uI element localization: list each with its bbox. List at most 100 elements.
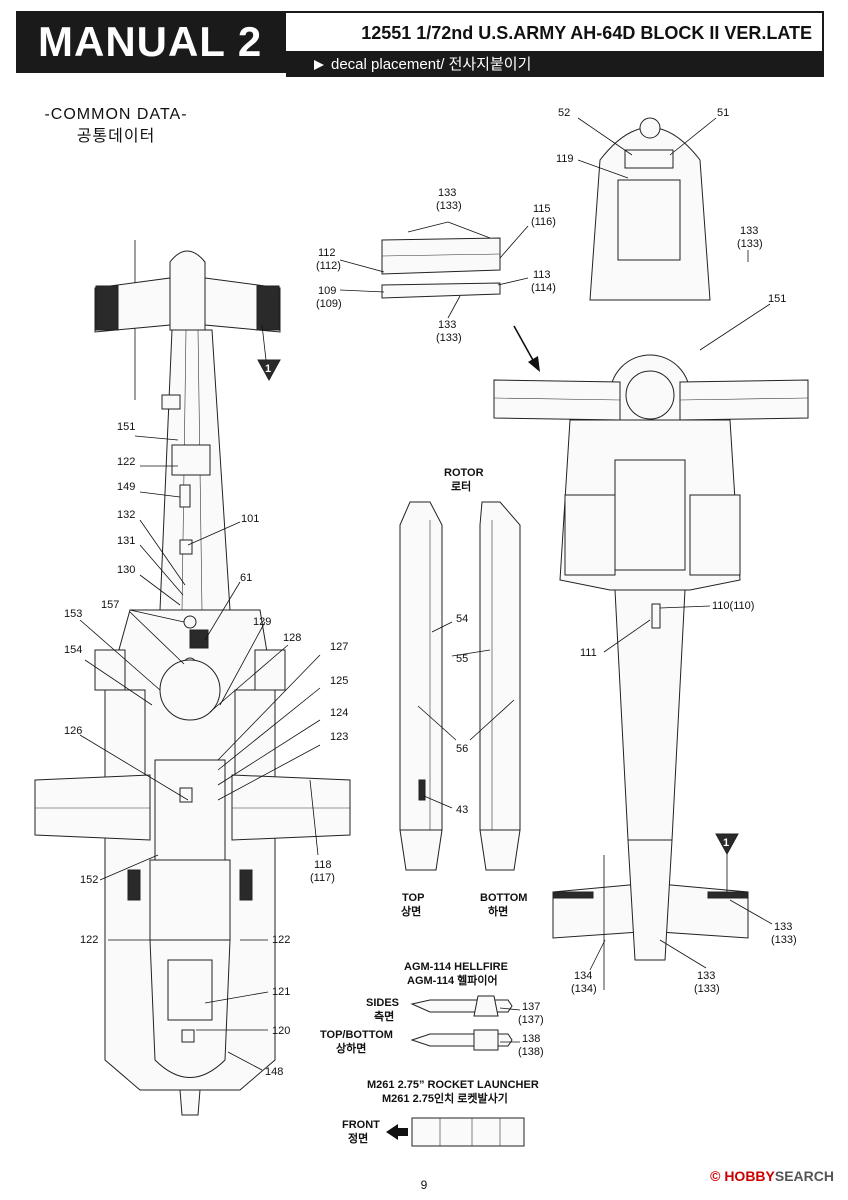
callout-153: 153 [64,608,82,620]
callout-43: 43 [456,804,468,816]
callout-54: 54 [456,613,468,625]
hellfire-title-ko: AGM-114 헬파이어 [407,973,498,987]
callout-127: 127 [330,641,348,653]
callout-133-wing-bottom: 133 [438,319,456,331]
callout-121: 121 [272,986,290,998]
section-title: decal placement/ 전사지붙이기 [331,56,532,73]
page-number: 9 [420,1178,428,1192]
callout-124: 124 [330,707,348,719]
callout-137: 137 [522,1001,540,1013]
callout-131: 131 [117,535,135,547]
callout-133-tail-alt: (133) [771,934,797,946]
callout-129: 129 [253,616,271,628]
callout-133-bottom: 133 [697,970,715,982]
callout-1-left: 1 [265,363,271,375]
rotor-bottom-label-ko: 하면 [488,904,508,918]
rotor-blade-bottom [479,501,521,871]
callout-133-wing-top: 133 [438,187,456,199]
front-arrow-icon [386,1124,408,1140]
callout-109: 109 [318,285,336,297]
callout-122-right: 122 [272,934,290,946]
rocket-title-ko: M261 2.75인치 로켓발사기 [382,1091,508,1105]
callout-151: 151 [117,421,135,433]
callout-114: (114) [531,282,556,294]
callout-133-right: 133 [740,225,758,237]
direction-arrow-icon [513,325,540,372]
rocket-launcher-side [411,1117,525,1147]
callout-1-right: 1 [723,837,729,849]
callout-149: 149 [117,481,135,493]
callout-128: 128 [283,632,301,644]
callout-51: 51 [717,107,729,119]
callout-138-alt: (138) [518,1046,544,1058]
hellfire-side-view [410,995,513,1017]
callout-52: 52 [558,107,570,119]
callout-130: 130 [117,564,135,576]
callout-151-right: 151 [768,293,786,305]
callout-122: 122 [117,456,135,468]
hellfire-title: AGM-114 HELLFIRE [404,961,508,973]
callout-133-bottom-alt: (133) [694,983,720,995]
left-callout-leaders [79,435,321,1071]
callout-133-right-alt: (133) [737,238,763,250]
rocket-front-label-ko: 정면 [348,1131,368,1145]
watermark-brand: HOBBY [724,1168,775,1184]
common-data-heading: -COMMON DATA- 공통데이터 [36,104,196,148]
rocket-front-label: FRONT [342,1119,380,1131]
helicopter-top-view-left: 1 [34,240,351,1116]
callout-111: 111 [580,647,597,659]
callout-126: 126 [64,725,82,737]
callout-133-tail: 133 [774,921,792,933]
helicopter-view-right: 1 [493,117,809,990]
callout-133-wing-bottom-alt: (133) [436,332,462,344]
watermark-symbol: © [710,1168,721,1184]
callout-138: 138 [522,1033,540,1045]
hellfire-sides-label-ko: 측면 [374,1009,394,1023]
kit-title: 12551 1/72nd U.S.ARMY AH-64D BLOCK II VE… [286,11,824,53]
callout-117: (117) [310,872,335,884]
common-data-title: -COMMON DATA- [44,106,188,123]
callout-112-alt: (112) [316,260,341,272]
callout-110: 110(110) [712,600,754,612]
callout-154: 154 [64,644,82,656]
manual-label: MANUAL 2 [16,11,286,73]
callout-134: 134 [574,970,592,982]
watermark-rest: SEARCH [774,1168,834,1184]
rotor-title: ROTOR [444,467,484,479]
callout-123: 123 [330,731,348,743]
callout-133-wing-top-alt: (133) [436,200,462,212]
right-callout-leaders [577,117,773,971]
callout-56: 56 [456,743,468,755]
callout-118: 118 [314,859,332,871]
callout-137-alt: (137) [518,1014,544,1026]
rotor-top-label: TOP [402,892,424,904]
watermark: © HOBBYSEARCH [710,1168,834,1184]
hellfire-top-view [410,1029,513,1051]
callout-115: 115 [533,203,551,215]
callout-134-alt: (134) [571,983,597,995]
common-data-title-ko: 공통데이터 [76,128,156,145]
callout-152: 152 [80,874,98,886]
callout-120: 120 [272,1025,290,1037]
callout-125: 125 [330,675,348,687]
hellfire-topbottom-label-ko: 상하면 [336,1041,366,1055]
rotor-title-ko: 로터 [451,479,471,493]
callout-112: 112 [318,247,336,259]
callout-122-left: 122 [80,934,98,946]
triangle-bullet-icon [314,60,324,70]
stub-wing-detail [339,221,529,319]
callout-157: 157 [101,599,119,611]
callout-101: 101 [241,513,259,525]
hellfire-sides-label: SIDES [366,997,399,1009]
callout-148: 148 [265,1066,283,1078]
callout-119: 119 [556,153,574,165]
callout-55: 55 [456,653,468,665]
rotor-blade-top [399,501,443,871]
rotor-top-label-ko: 상면 [401,904,421,918]
section-bar: decal placement/ 전사지붙이기 [286,53,824,77]
rotor-bottom-label: BOTTOM [480,892,527,904]
hellfire-topbottom-label: TOP/BOTTOM [320,1029,393,1041]
callout-132: 132 [117,509,135,521]
rocket-title: M261 2.75” ROCKET LAUNCHER [367,1079,539,1091]
